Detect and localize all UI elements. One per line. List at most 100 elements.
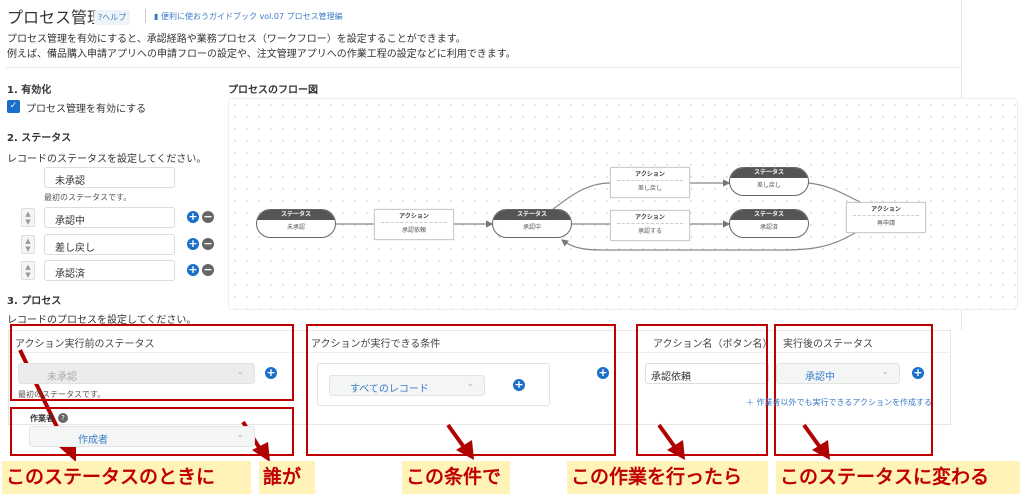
add-status-icon[interactable]: +	[187, 237, 199, 250]
help-button[interactable]: ?ヘルプ	[94, 10, 131, 25]
remove-status-icon[interactable]: −	[202, 237, 214, 250]
node-header: ステータス	[730, 210, 808, 220]
status-heading: 2. ステータス	[7, 133, 72, 144]
node-value: 承認済	[759, 224, 778, 231]
annotation-label: この作業を行ったら	[567, 461, 768, 494]
status-help: レコードのステータスを設定してください。	[7, 154, 207, 165]
annotation-label: 誰が	[259, 461, 315, 494]
before-status-note: 最初のステータスです。	[18, 390, 106, 399]
add-after-status-icon[interactable]: +	[912, 366, 924, 379]
edge	[561, 232, 856, 251]
add-condition-icon[interactable]: +	[513, 378, 525, 391]
add-action-link[interactable]: ＋ 作業者以外でも実行できるアクションを作成する	[746, 398, 932, 407]
description-line: プロセス管理を有効にすると、承認経路や業務プロセス（ワークフロー）を設定すること…	[7, 34, 466, 45]
arrow-head	[252, 442, 270, 462]
annotation-box	[306, 324, 616, 456]
node-value: 未承認	[286, 224, 305, 231]
select-value: 承認中	[805, 372, 835, 383]
divider	[145, 9, 146, 23]
node-value: 承認依頼	[401, 227, 426, 234]
add-condition-row-icon[interactable]: +	[597, 366, 609, 379]
column-header-condition: アクションが実行できる条件	[311, 339, 441, 350]
condition-select[interactable]: すべてのレコード ⌄	[329, 375, 485, 396]
annotation-label: このステータスのときに	[2, 461, 251, 494]
node-value: 再申請	[876, 220, 895, 227]
status-input[interactable]: 承認中	[44, 207, 175, 228]
select-value: すべてのレコード	[350, 384, 429, 395]
select-value: 作成者	[78, 435, 108, 446]
flow-status-node: ステータス承認済	[729, 209, 809, 238]
node-header: ステータス	[730, 168, 808, 178]
drag-handle[interactable]: ▲▼	[21, 261, 35, 280]
remove-status-icon[interactable]: −	[202, 210, 214, 223]
add-status-icon[interactable]: +	[187, 210, 199, 223]
annotation-box	[774, 324, 933, 456]
description-line: 例えば、備品購入申請アプリへの申請フローの設定や、注文管理アプリへの作業工程の設…	[7, 49, 516, 60]
add-status-icon[interactable]: +	[187, 263, 199, 276]
guide-link-label: 便利に使おうガイドブック vol.07 プロセス管理編	[160, 12, 343, 21]
guide-link[interactable]: ▮ 便利に使おうガイドブック vol.07 プロセス管理編	[154, 11, 343, 22]
flow-status-node: ステータス未承認	[256, 209, 336, 238]
annotation-box	[636, 324, 768, 456]
help-icon[interactable]: ?	[58, 413, 68, 423]
annotation-label: このステータスに変わる	[776, 461, 1020, 494]
remove-status-icon[interactable]: −	[202, 263, 214, 276]
status-first-note: 最初のステータスです。	[44, 193, 132, 202]
flow-action-node: アクション承認依頼	[374, 209, 454, 240]
assignee-label: 作業者	[30, 414, 54, 423]
table-header-divider	[8, 352, 951, 353]
page-title: プロセス管理	[7, 8, 104, 27]
annotation-box	[10, 407, 294, 456]
flow-title: プロセスのフロー図	[228, 85, 318, 96]
flow-action-node: アクション承認する	[610, 210, 690, 241]
before-status-select: 未承認 ⌄	[18, 363, 255, 384]
enable-heading: 1. 有効化	[7, 85, 52, 96]
action-name-input[interactable]: 承認依頼	[645, 363, 769, 384]
node-header: アクション	[617, 211, 683, 224]
select-value: 未承認	[47, 372, 77, 383]
edge	[551, 182, 611, 211]
add-action-link-label: 作業者以外でも実行できるアクションを作成する	[756, 398, 932, 407]
arrow-head	[456, 440, 474, 460]
chevron-down-icon: ⌄	[236, 367, 244, 377]
after-status-select[interactable]: 承認中 ⌄	[776, 363, 900, 384]
separator	[6, 67, 961, 68]
status-input[interactable]: 承認済	[44, 260, 175, 281]
assignee-select[interactable]: 作成者 ⌄	[29, 426, 255, 447]
enable-checkbox-label[interactable]: プロセス管理を有効にする	[26, 104, 147, 115]
flow-action-node: アクション差し戻し	[610, 167, 690, 198]
edge	[807, 182, 861, 203]
annotation-label: この条件で	[402, 461, 510, 494]
node-value: 承認中	[522, 224, 541, 231]
flow-status-node: ステータス承認中	[492, 209, 572, 238]
condition-box	[317, 363, 550, 406]
chevron-down-icon: ⌄	[881, 367, 889, 377]
drag-handle[interactable]: ▲▼	[21, 235, 35, 254]
node-value: 承認する	[637, 228, 662, 235]
arrow-head	[667, 440, 685, 460]
flow-action-node: アクション再申請	[846, 202, 926, 233]
column-header-action-name: アクション名（ボタン名）	[653, 339, 773, 350]
add-before-status-icon[interactable]: +	[265, 366, 277, 379]
process-heading: 3. プロセス	[7, 296, 62, 307]
drag-handle[interactable]: ▲▼	[21, 208, 35, 227]
chevron-down-icon: ⌄	[466, 379, 474, 389]
status-input-first[interactable]: 未承認	[44, 167, 175, 188]
column-header-before-status: アクション実行前のステータス	[15, 339, 155, 350]
node-header: アクション	[381, 210, 447, 223]
chevron-down-icon: ⌄	[236, 430, 244, 440]
enable-checkbox[interactable]: ✓	[7, 100, 20, 113]
flow-status-node: ステータス差し戻し	[729, 167, 809, 196]
status-input[interactable]: 差し戻し	[44, 234, 175, 255]
process-help: レコードのプロセスを設定してください。	[7, 315, 197, 326]
node-value: 差し戻し	[637, 185, 662, 192]
annotation-box	[10, 324, 294, 401]
node-header: ステータス	[493, 210, 571, 220]
column-header-after-status: 実行後のステータス	[783, 339, 873, 350]
node-header: アクション	[853, 203, 919, 216]
book-icon: ▮	[154, 12, 161, 21]
node-header: アクション	[617, 168, 683, 181]
node-value: 差し戻し	[756, 182, 781, 189]
